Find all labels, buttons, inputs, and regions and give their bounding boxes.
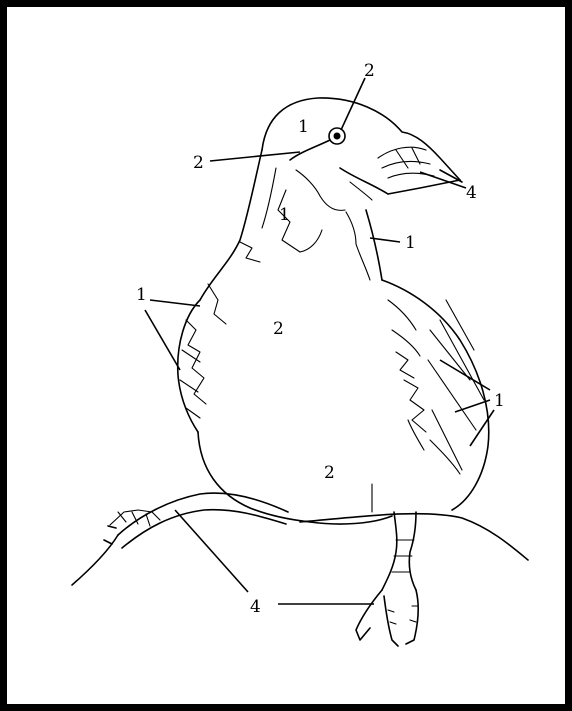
leader-back-wing-a bbox=[150, 300, 200, 306]
leader-feet-left bbox=[175, 510, 248, 592]
leader-cheek-stripe bbox=[210, 152, 300, 161]
perch-rock bbox=[72, 514, 528, 585]
label-cheek-stripe: 2 bbox=[193, 153, 204, 173]
label-wing-right: 1 bbox=[494, 391, 505, 411]
bird-left-foot bbox=[104, 493, 288, 548]
bird-left-wing bbox=[178, 284, 226, 432]
label-head-crown: 1 bbox=[298, 117, 309, 137]
label-breast: 2 bbox=[273, 319, 284, 339]
bird-right-wing bbox=[382, 280, 489, 510]
label-beak: 4 bbox=[466, 183, 477, 203]
label-throat: 1 bbox=[405, 233, 416, 253]
bird-back bbox=[200, 150, 322, 300]
leader-back-wing-b bbox=[145, 310, 180, 370]
label-nape: 1 bbox=[279, 205, 290, 225]
label-eye: 2 bbox=[364, 61, 375, 81]
bird-body bbox=[198, 210, 392, 524]
label-belly: 2 bbox=[324, 463, 335, 483]
label-back-wing-left: 1 bbox=[136, 285, 147, 305]
label-feet: 4 bbox=[250, 597, 261, 617]
leader-wing-right-b bbox=[455, 400, 490, 412]
leader-wing-right-c bbox=[470, 410, 494, 446]
bird-head bbox=[262, 98, 462, 210]
bird-right-foot bbox=[356, 512, 418, 646]
